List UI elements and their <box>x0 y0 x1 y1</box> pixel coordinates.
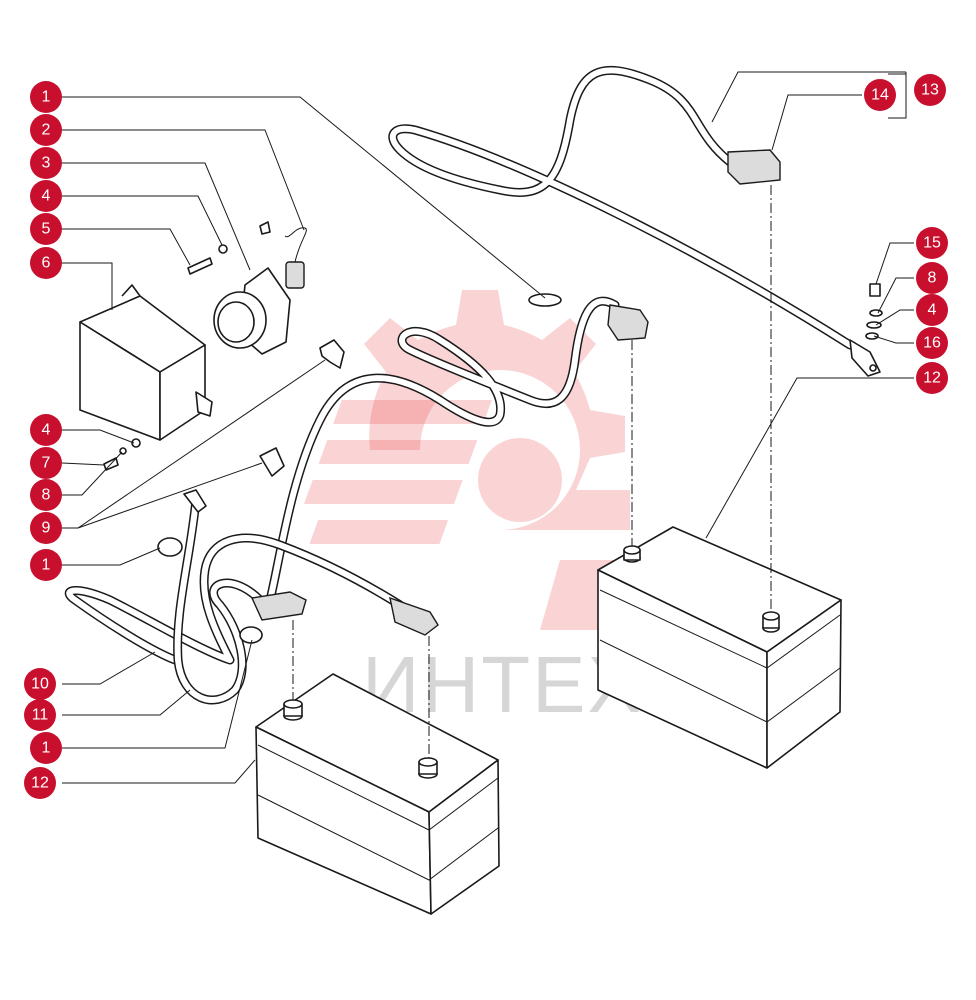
callout-label: 10 <box>31 676 49 693</box>
callout-marker: 14 <box>864 79 896 111</box>
callout-label: 1 <box>42 89 51 106</box>
callout-label: 16 <box>923 335 941 352</box>
battery-terminal <box>623 545 641 563</box>
callouts: 1 2 3 4 5 6 4 7 <box>24 74 948 799</box>
callout-marker: 11 <box>24 699 56 731</box>
battery-left <box>255 673 500 915</box>
battery-terminal <box>418 757 438 779</box>
callout-marker: 4 <box>30 180 62 212</box>
connector-boot <box>250 591 307 621</box>
callout-label: 8 <box>928 270 937 287</box>
callout-label: 15 <box>923 235 941 252</box>
callout-marker: 9 <box>30 512 62 544</box>
connector-boot-14 <box>727 149 781 185</box>
callout-marker: 2 <box>30 114 62 146</box>
ring-terminal <box>849 339 881 377</box>
callout-label: 11 <box>32 707 49 724</box>
callout-marker: 8 <box>916 262 948 294</box>
callout-marker: 16 <box>916 327 948 359</box>
callout-marker: 4 <box>916 294 948 326</box>
hardware <box>103 244 883 644</box>
leader-lines <box>61 71 914 784</box>
callout-label: 8 <box>42 487 51 504</box>
callout-label: 4 <box>42 188 51 205</box>
connector-boot <box>389 596 439 636</box>
ring-terminal <box>183 489 207 513</box>
callout-label: 5 <box>42 221 51 238</box>
callout-marker: 12 <box>24 767 56 799</box>
watermark: ИНТЕХ <box>303 290 641 729</box>
callout-label: 6 <box>42 255 51 272</box>
battery-cable-10 <box>64 533 405 665</box>
relay-cover <box>79 284 213 441</box>
callout-marker: 5 <box>30 213 62 245</box>
callout-marker: 12 <box>916 362 948 394</box>
callout-label: 1 <box>42 740 51 757</box>
callout-label: 1 <box>42 557 51 574</box>
callout-marker: 15 <box>916 227 948 259</box>
callout-marker: 6 <box>30 247 62 279</box>
connector-boot <box>607 304 649 341</box>
callout-label: 4 <box>42 422 51 439</box>
callout-marker: 13 <box>914 74 946 106</box>
callout-label: 9 <box>42 520 51 537</box>
battery-terminal <box>283 699 303 721</box>
callout-label: 7 <box>42 455 51 472</box>
battery-cable-11 <box>173 495 265 705</box>
callout-marker: 10 <box>24 668 56 700</box>
callout-label: 12 <box>31 775 49 792</box>
callout-marker: 1 <box>30 81 62 113</box>
jumper-cable <box>265 296 620 605</box>
callout-marker: 1 <box>30 732 62 764</box>
callout-label: 12 <box>923 370 941 387</box>
callout-marker: 3 <box>30 147 62 179</box>
battery-right <box>597 526 842 769</box>
solenoid-relay <box>213 221 307 355</box>
callout-label: 13 <box>921 82 939 99</box>
callout-label: 3 <box>42 155 51 172</box>
callout-marker: 1 <box>30 549 62 581</box>
battery-cable-13 <box>388 65 855 350</box>
callout-marker: 8 <box>30 479 62 511</box>
battery-terminal <box>762 611 780 633</box>
callout-label: 2 <box>42 122 51 139</box>
callout-label: 14 <box>871 87 889 104</box>
callout-marker: 4 <box>30 414 62 446</box>
assembly-lines <box>292 185 772 758</box>
callout-marker: 7 <box>30 447 62 479</box>
callout-label: 4 <box>928 302 937 319</box>
